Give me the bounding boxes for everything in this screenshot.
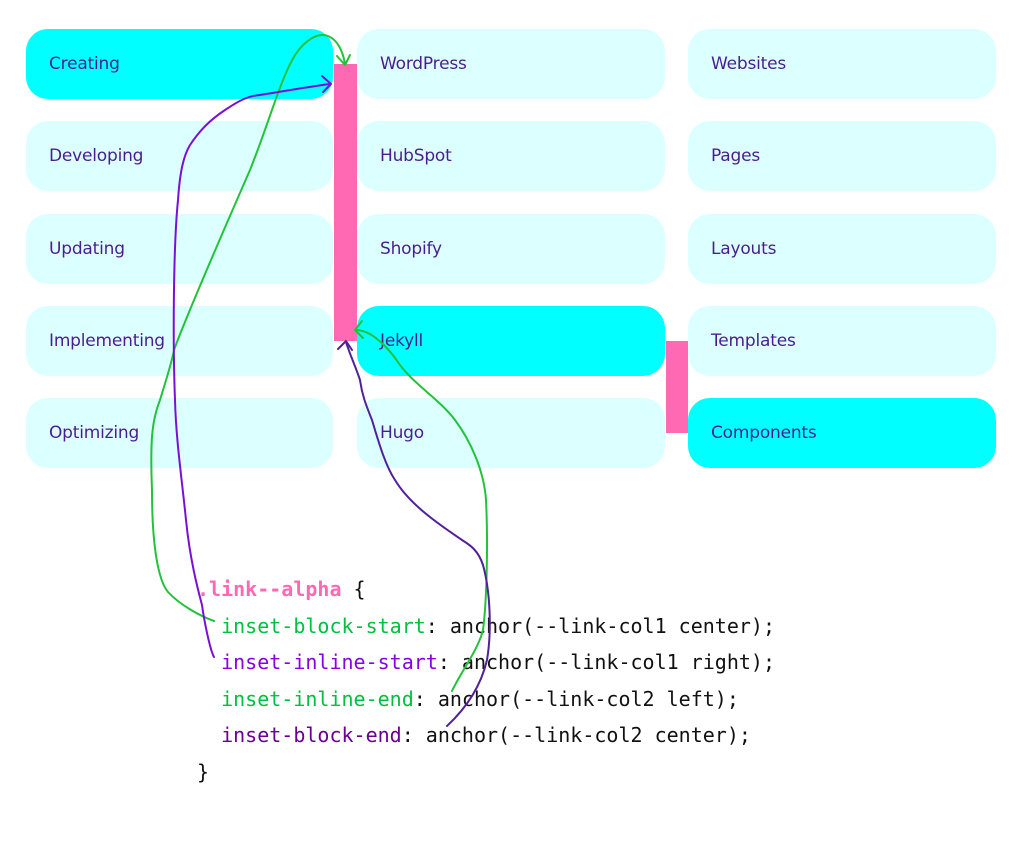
tile-label: HubSpot — [380, 146, 452, 166]
tile-templates[interactable]: Templates — [688, 306, 996, 376]
code-property-inset-block-start: inset-block-start — [221, 613, 426, 638]
code-value: : anchor(--link-col2 left); — [413, 686, 739, 711]
tile-layouts[interactable]: Layouts — [688, 214, 996, 284]
tile-wordpress[interactable]: WordPress — [357, 29, 665, 99]
tile-label: Developing — [49, 146, 144, 166]
tile-label: Hugo — [380, 423, 424, 443]
code-selector: .link--alpha — [197, 577, 342, 601]
tile-label: WordPress — [380, 54, 467, 74]
tile-pages[interactable]: Pages — [688, 121, 996, 191]
tile-label: Shopify — [380, 239, 442, 259]
tile-websites[interactable]: Websites — [688, 29, 996, 99]
tile-developing[interactable]: Developing — [26, 121, 333, 191]
code-close-brace: } — [197, 759, 210, 784]
code-value: : anchor(--link-col1 right); — [437, 650, 775, 674]
code-property-inset-block-end: inset-block-end — [221, 723, 402, 747]
tile-components[interactable]: Components — [688, 398, 996, 468]
code-block: .link--alpha { inset-block-start: anchor… — [197, 571, 775, 790]
tile-label: Implementing — [49, 331, 165, 351]
link-alpha-bar — [334, 64, 357, 341]
tile-label: Jekyll — [380, 331, 424, 351]
tile-creating[interactable]: Creating — [26, 29, 333, 99]
tile-label: Layouts — [711, 239, 777, 259]
tile-hubspot[interactable]: HubSpot — [357, 121, 665, 191]
code-value: : anchor(--link-col2 center); — [401, 723, 751, 747]
code-property-inset-inline-end: inset-inline-end — [221, 686, 414, 711]
tile-label: Optimizing — [49, 423, 140, 443]
link-beta-bar — [666, 341, 688, 433]
tile-label: Components — [711, 423, 817, 443]
tile-updating[interactable]: Updating — [26, 214, 333, 284]
code-property-inset-inline-start: inset-inline-start — [221, 650, 438, 674]
tile-label: Pages — [711, 146, 761, 166]
tile-label: Websites — [711, 54, 787, 74]
tile-hugo[interactable]: Hugo — [357, 398, 665, 468]
tile-label: Updating — [49, 239, 125, 259]
tile-shopify[interactable]: Shopify — [357, 214, 665, 284]
tile-optimizing[interactable]: Optimizing — [26, 398, 333, 468]
annotation-arrowhead-block-end — [337, 340, 353, 351]
code-open-brace: { — [341, 577, 366, 601]
tile-implementing[interactable]: Implementing — [26, 306, 333, 376]
tile-label: Creating — [49, 54, 120, 74]
code-value: : anchor(--link-col1 center); — [425, 613, 775, 638]
tile-label: Templates — [711, 331, 796, 351]
tile-jekyll[interactable]: Jekyll — [357, 306, 665, 376]
